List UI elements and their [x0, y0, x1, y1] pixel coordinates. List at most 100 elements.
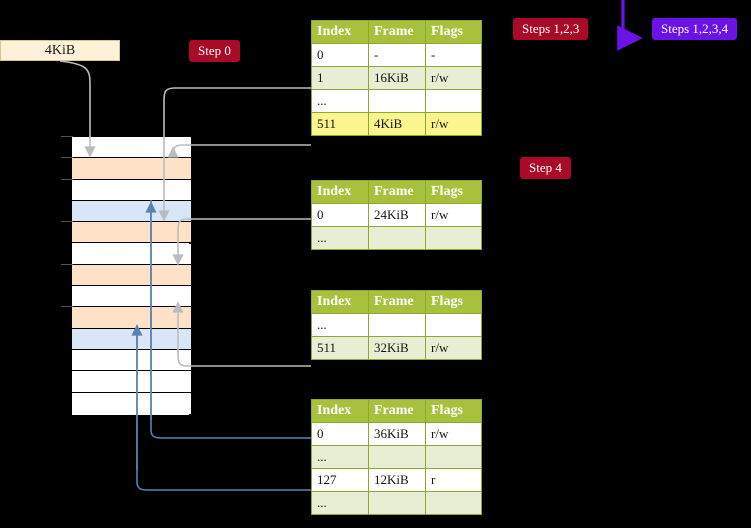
table-header-row: Index Frame Flags — [311, 290, 482, 314]
cell-flags: - — [425, 43, 482, 67]
cell-frame: 32KiB — [368, 336, 426, 360]
cell-frame: 4KiB — [368, 112, 426, 136]
column-header-index: Index — [311, 20, 369, 44]
column-header-frame: Frame — [368, 180, 426, 204]
column-header-index: Index — [311, 180, 369, 204]
table-row: ... — [311, 226, 482, 250]
column-header-frame: Frame — [368, 20, 426, 44]
cell-flags — [425, 226, 482, 250]
column-header-flags: Flags — [425, 290, 482, 314]
column-header-flags: Flags — [425, 399, 482, 423]
memory-tick — [61, 178, 73, 180]
cell-frame: 12KiB — [368, 468, 426, 492]
physical-memory-column — [71, 136, 191, 416]
column-header-flags: Flags — [425, 180, 482, 204]
cell-index: 1 — [311, 66, 369, 90]
purple-step-bracket — [617, 0, 643, 51]
memory-frame-row — [72, 286, 191, 308]
cell-flags: r/w — [425, 336, 482, 360]
cell-flags — [425, 89, 482, 113]
memory-frame-row — [72, 307, 191, 329]
column-header-index: Index — [311, 290, 369, 314]
frame-size-caption: 4KiB — [0, 40, 120, 61]
frame-size-label: 4KiB — [44, 43, 76, 58]
memory-tick — [61, 157, 73, 159]
memory-tick — [61, 221, 73, 223]
cell-flags: r/w — [425, 112, 482, 136]
step-label-steps1234: Steps 1,2,3,4 — [652, 18, 738, 40]
table-header-row: Index Frame Flags — [311, 399, 482, 423]
memory-frame-row — [72, 179, 191, 201]
cell-frame: 24KiB — [368, 203, 426, 227]
cell-flags: r/w — [425, 422, 482, 446]
cell-flags: r/w — [425, 66, 482, 90]
cell-frame — [368, 491, 426, 515]
cell-index: 511 — [311, 336, 369, 360]
memory-tick — [61, 136, 73, 137]
step-label-steps123: Steps 1,2,3 — [513, 18, 589, 40]
cell-frame — [368, 89, 426, 113]
table-row: ... — [311, 313, 482, 337]
link-table3-row511-to-memory — [172, 301, 311, 367]
cell-index: 0 — [311, 43, 369, 67]
column-header-index: Index — [311, 399, 369, 423]
memory-frame-row — [72, 158, 191, 180]
table-row: ... — [311, 89, 482, 113]
memory-frame-row — [72, 328, 191, 350]
memory-frame-row — [72, 371, 191, 393]
step-label-step4: Step 4 — [520, 157, 571, 179]
memory-frame-row — [72, 222, 191, 244]
memory-frame-row — [72, 137, 191, 159]
cell-flags: r — [425, 468, 482, 492]
table-row: 0-- — [311, 43, 482, 67]
memory-frame-row — [72, 350, 191, 372]
column-header-flags: Flags — [425, 20, 482, 44]
cell-flags: r/w — [425, 203, 482, 227]
cell-frame: 16KiB — [368, 66, 426, 90]
memory-frame-row — [72, 392, 191, 414]
cell-index: ... — [311, 89, 369, 113]
cell-index: ... — [311, 445, 369, 469]
table-header-row: Index Frame Flags — [311, 180, 482, 204]
cell-frame: - — [368, 43, 426, 67]
column-header-frame: Frame — [368, 290, 426, 314]
cell-frame — [368, 445, 426, 469]
cell-flags — [425, 491, 482, 515]
cell-frame: 36KiB — [368, 422, 426, 446]
memory-tick — [61, 306, 73, 308]
cell-frame — [368, 313, 426, 337]
memory-tick — [61, 263, 73, 265]
cell-index: ... — [311, 313, 369, 337]
column-header-frame: Frame — [368, 399, 426, 423]
cell-frame — [368, 226, 426, 250]
cell-index: ... — [311, 226, 369, 250]
cell-index: 127 — [311, 468, 369, 492]
cell-index: 0 — [311, 422, 369, 446]
cell-flags — [425, 313, 482, 337]
cell-index: 511 — [311, 112, 369, 136]
cell-index: ... — [311, 491, 369, 515]
memory-frame-row — [72, 264, 191, 287]
table-row: ... — [311, 491, 482, 515]
cell-flags — [425, 445, 482, 469]
memory-frame-row — [72, 243, 191, 265]
link-table2-row0-to-memory — [172, 218, 311, 266]
link-table1-row511-to-memory — [167, 144, 311, 158]
table-header-row: Index Frame Flags — [311, 20, 482, 44]
cell-index: 0 — [311, 203, 369, 227]
